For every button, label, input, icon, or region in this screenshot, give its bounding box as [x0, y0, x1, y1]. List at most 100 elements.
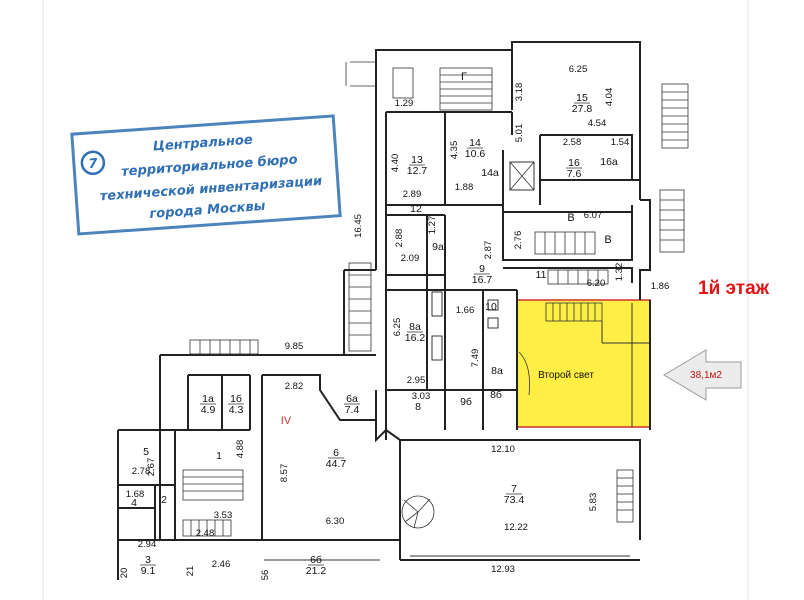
dimension-label: 5.01	[514, 124, 525, 143]
stamp-line-2: территориальное бюро	[121, 153, 298, 180]
room-number: 16	[568, 157, 580, 169]
dimension-label: 1.54	[611, 137, 630, 148]
bti-stamp: 7 Центральное территориальное бюро техни…	[70, 114, 342, 236]
dimension-label: 2.94	[138, 539, 157, 550]
room-number: 8	[415, 401, 421, 413]
room-number: 8б	[490, 389, 502, 401]
dimension-label: 2.89	[403, 189, 422, 200]
room-number: 12	[410, 203, 422, 215]
stamp-border	[70, 114, 342, 236]
room-number: 14	[469, 137, 481, 149]
dimension-label: 3.03	[412, 391, 431, 402]
dimension-label: 12.93	[491, 564, 515, 575]
room-area: 12.7	[407, 165, 428, 177]
room-number: 6	[333, 447, 339, 459]
dimension-label: 2.78	[132, 466, 151, 477]
room-number: 4	[131, 497, 137, 509]
arrow-left-icon	[663, 349, 742, 401]
room-area: 21.2	[306, 565, 327, 577]
dimension-label: 3.53	[214, 510, 233, 521]
dimension-label: 56	[260, 570, 271, 581]
dimension-label: 4.04	[604, 88, 615, 107]
dimension-label: 6.25	[392, 318, 403, 337]
room-number: 13	[411, 154, 423, 166]
room-area: 16.2	[405, 332, 426, 344]
highlight-zone	[516, 299, 651, 428]
dimension-label: 4.54	[588, 118, 607, 129]
room-number: 11	[536, 269, 547, 281]
dimension-label: 6.07	[584, 210, 603, 221]
room-number: 6б	[310, 554, 322, 566]
room-number: 14а	[481, 167, 499, 179]
highlight-stair	[518, 302, 650, 427]
dimension-label: 6.30	[326, 516, 345, 527]
room-area: 10.6	[465, 148, 486, 160]
dimension-label: 2.58	[563, 137, 582, 148]
room-area: 7.4	[345, 404, 360, 416]
dimension-label: 20	[119, 568, 130, 579]
dimension-label: 3.18	[514, 83, 525, 102]
dimension-label: 2.09	[401, 253, 420, 264]
dimension-label: 1.29	[395, 98, 414, 109]
stamp-line-4: города Москвы	[149, 199, 266, 222]
dimension-label: 2.67	[146, 458, 157, 477]
spiral-stair-icon	[401, 495, 435, 529]
highlight-label: Второй свет	[538, 370, 594, 381]
room-number: 8а	[409, 321, 421, 333]
room-area: 9.1	[141, 565, 156, 577]
room-number: 9б	[460, 396, 472, 408]
room-number: 15	[576, 92, 588, 104]
room-number: 9а	[432, 241, 444, 253]
dimension-label: 6.25	[569, 64, 588, 75]
room-area: 4.3	[229, 404, 244, 416]
dimension-label: 1.27	[427, 216, 438, 235]
dimension-label: 1.88	[455, 182, 474, 193]
dimension-label: 5.83	[588, 493, 599, 512]
room-area: 16.7	[472, 274, 493, 286]
floor-label: 1й этаж	[698, 278, 770, 299]
room-number: 6а	[346, 393, 358, 405]
dimension-label: 9.85	[285, 341, 304, 352]
highlight-area-label: 38,1м2	[690, 370, 722, 381]
room-number: 3	[145, 554, 151, 566]
room-number: 10	[485, 301, 497, 313]
room-number: 1а	[202, 393, 214, 405]
room-number: 2	[161, 494, 167, 506]
stairs	[182, 61, 689, 561]
stamp-number: 7	[88, 156, 99, 172]
room-area: 73.4	[504, 494, 525, 506]
dimension-label: 6.20	[587, 278, 606, 289]
dimension-label: 4.40	[390, 154, 401, 173]
stamp-line-1: Центральное	[152, 133, 253, 155]
dimension-label: 2.46	[212, 559, 231, 570]
walls	[117, 41, 651, 580]
room-number: 7	[511, 483, 517, 495]
dimension-label: 4.35	[449, 141, 460, 160]
zone-letter: В	[604, 234, 611, 246]
room-number: 1б	[230, 393, 242, 405]
room-number: 8а	[491, 365, 503, 377]
room-number: 9	[479, 263, 485, 275]
dimension-label: 12.10	[491, 444, 515, 455]
room-area: 44.7	[326, 458, 347, 470]
dimension-label: 2.82	[285, 381, 304, 392]
zone-letter: IV	[281, 415, 292, 427]
dimension-label: 2.88	[394, 229, 405, 248]
dimension-label: 8.57	[279, 464, 290, 483]
dimension-label: 7.49	[470, 349, 481, 368]
room-number: 16а	[600, 156, 618, 168]
room-area: 27.8	[572, 103, 593, 115]
dimension-label: 12.22	[504, 522, 528, 533]
room-area: 4.9	[201, 404, 216, 416]
dimension-label: 2.48	[196, 528, 215, 539]
dimension-label: 2.87	[483, 241, 494, 260]
dimension-label: 1.86	[651, 281, 670, 292]
dimension-labels: 6.25 3.18 4.04 1.29 5.01 4.54 4.35 2.58 1.54 4.40…	[119, 64, 669, 580]
dimension-label: 1.66	[456, 305, 475, 316]
dimension-label: 1.32	[614, 263, 625, 282]
zone-letter: В	[567, 212, 574, 224]
dimension-label: 4.88	[235, 440, 246, 459]
